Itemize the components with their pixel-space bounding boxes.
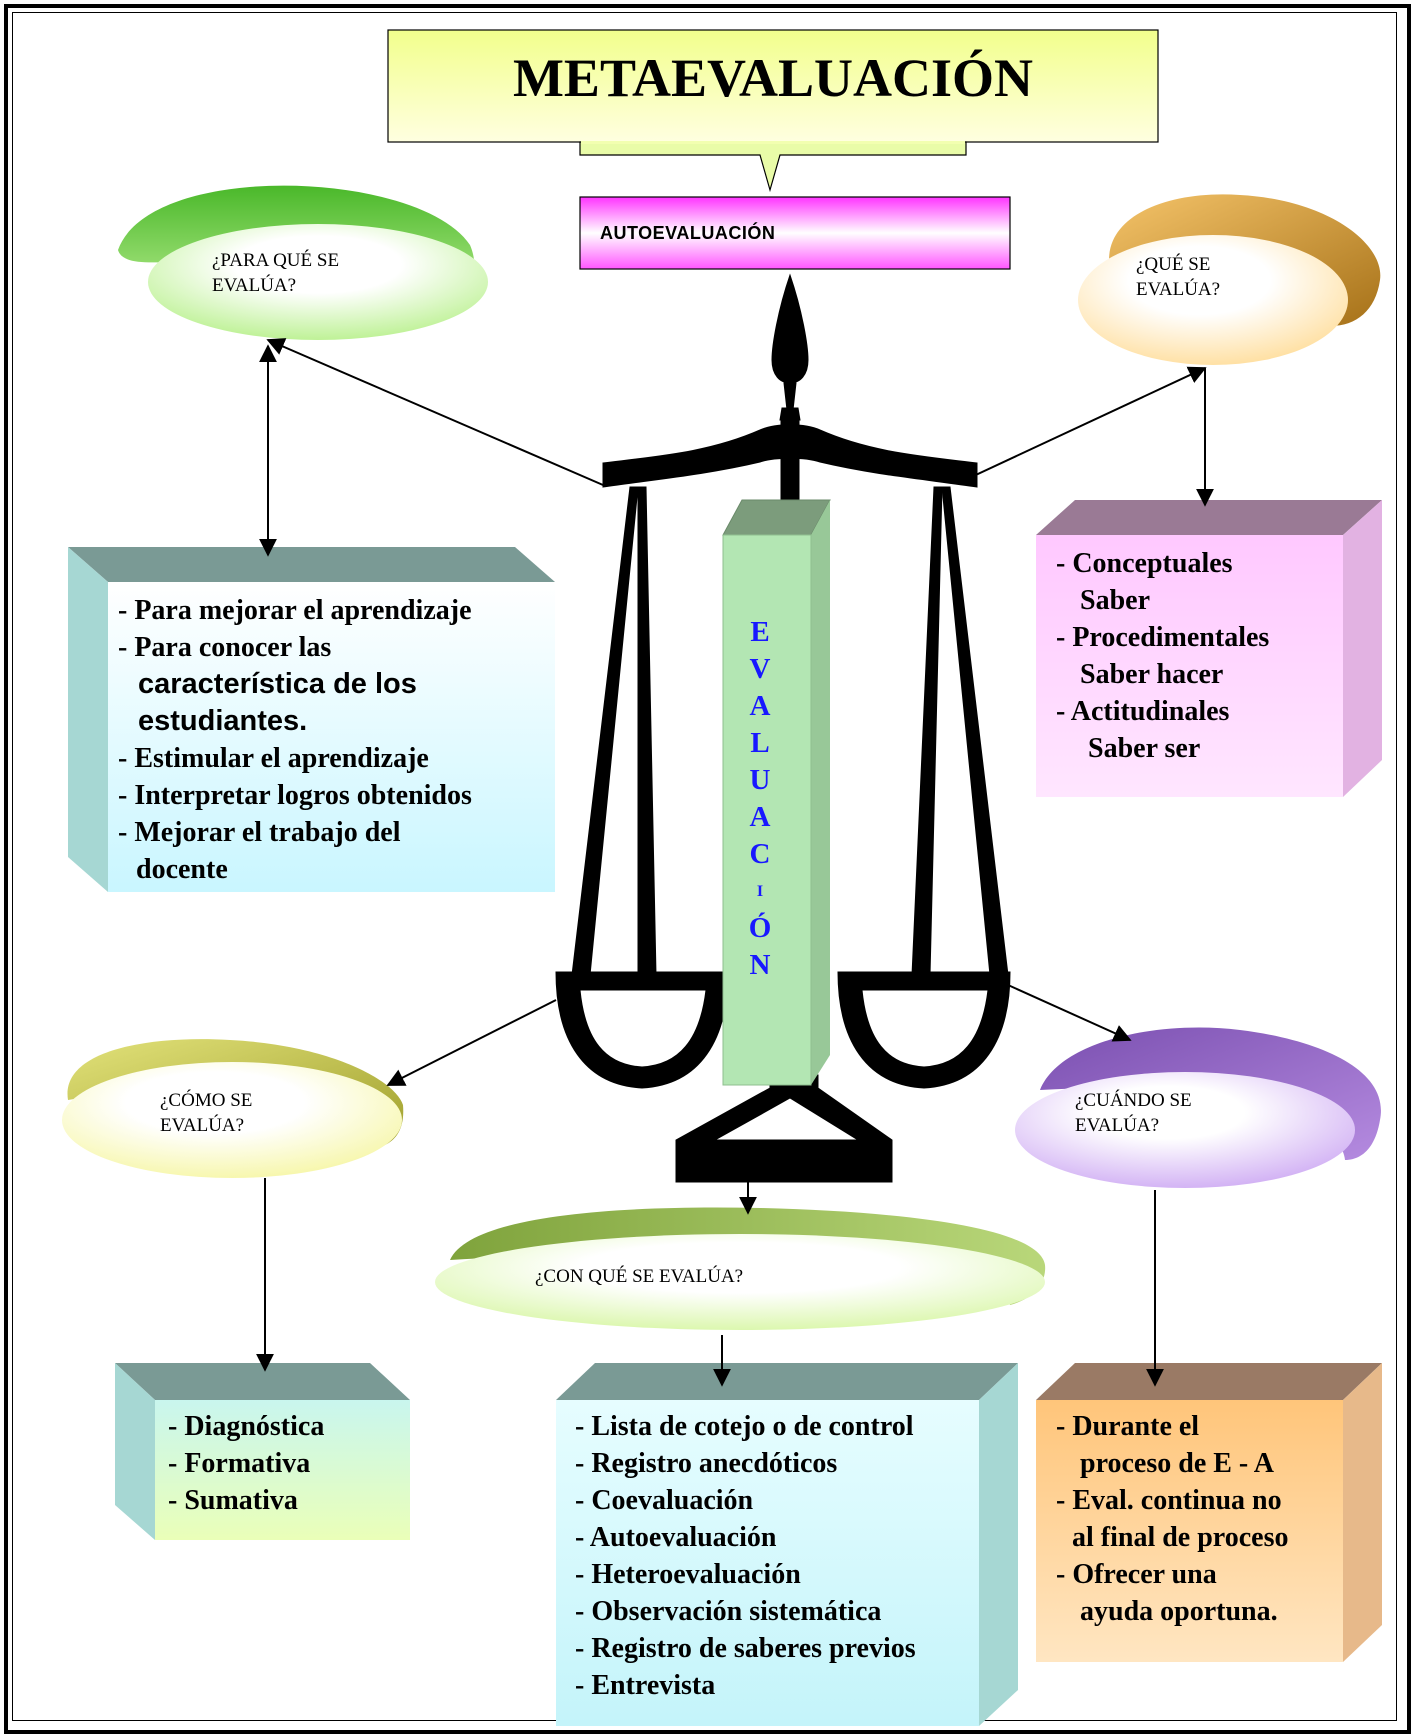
list-item: ayuda oportuna. bbox=[1080, 1596, 1278, 1627]
question-que: ¿QUÉ SE EVALÚA? bbox=[1136, 252, 1220, 302]
autoevaluacion-bar bbox=[579, 196, 1011, 270]
box-como-text: - Diagnóstica - Formativa - Sumativa bbox=[168, 1408, 324, 1519]
list-item: Saber bbox=[1080, 585, 1150, 616]
list-item: - Autoevaluación bbox=[575, 1522, 777, 1553]
oval-cuando bbox=[1015, 1027, 1381, 1188]
list-item: - Para mejorar el aprendizaje bbox=[118, 595, 472, 626]
list-item: - Registro de saberes previos bbox=[575, 1633, 916, 1664]
box-con-que bbox=[556, 1363, 1018, 1726]
balance-scale-icon bbox=[555, 273, 1011, 1183]
evaluacion-vertical-text: E V A L U A C I Ó N bbox=[742, 614, 778, 984]
list-item: - Lista de cotejo o de control bbox=[575, 1411, 914, 1442]
oval-para-que bbox=[118, 185, 488, 340]
question-line: ¿CÓMO SE bbox=[160, 1090, 253, 1111]
box-con-que-text: - Lista de cotejo o de control - Registr… bbox=[575, 1408, 916, 1704]
letter: I bbox=[756, 883, 764, 900]
list-item: - Coevaluación bbox=[575, 1485, 754, 1516]
box-para-que-text: - Para mejorar el aprendizaje - Para con… bbox=[118, 592, 472, 888]
question-para-que: ¿PARA QUÉ SE EVALÚA? bbox=[212, 248, 339, 298]
question-line: EVALÚA? bbox=[1075, 1115, 1160, 1136]
box-cuando-text: - Durante el proceso de E - A - Eval. co… bbox=[1056, 1408, 1288, 1630]
question-cuando: ¿CUÁNDO SE EVALÚA? bbox=[1075, 1088, 1192, 1138]
question-con-que: ¿CON QUÉ SE EVALÚA? bbox=[535, 1266, 744, 1287]
list-item: - Procedimentales bbox=[1056, 622, 1270, 653]
list-item: estudiantes. bbox=[138, 705, 308, 737]
box-como bbox=[115, 1363, 410, 1540]
oval-que bbox=[1078, 194, 1381, 365]
oval-con-que bbox=[435, 1207, 1046, 1330]
question-line: EVALÚA? bbox=[1136, 279, 1221, 300]
list-item: docente bbox=[136, 854, 228, 885]
letter: A bbox=[749, 690, 771, 722]
list-item: - Actitudinales bbox=[1056, 696, 1230, 727]
question-line: EVALÚA? bbox=[160, 1115, 245, 1136]
letter: C bbox=[749, 838, 771, 870]
letter: A bbox=[749, 801, 771, 833]
list-item: - Ofrecer una bbox=[1056, 1559, 1217, 1590]
outer-frame bbox=[4, 4, 1411, 1734]
question-como: ¿CÓMO SE EVALÚA? bbox=[160, 1088, 252, 1138]
list-item: - Interpretar logros obtenidos bbox=[118, 780, 472, 811]
oval-como bbox=[62, 1039, 404, 1178]
list-item: - Mejorar el trabajo del bbox=[118, 817, 401, 848]
list-item: - Eval. continua no bbox=[1056, 1485, 1282, 1516]
list-item: característica de los bbox=[138, 668, 417, 700]
box-que-text: - Conceptuales Saber - Procedimentales S… bbox=[1056, 545, 1269, 767]
letter: V bbox=[749, 653, 771, 685]
list-item: proceso de E - A bbox=[1080, 1448, 1274, 1479]
page-title: METAEVALUACIÓN bbox=[512, 48, 1034, 108]
list-item: Saber hacer bbox=[1080, 659, 1224, 690]
list-item: - Estimular el aprendizaje bbox=[118, 743, 429, 774]
list-item: - Entrevista bbox=[575, 1670, 716, 1701]
list-item: - Durante el bbox=[1056, 1411, 1200, 1442]
question-line: ¿PARA QUÉ SE bbox=[212, 250, 340, 271]
list-item: - Conceptuales bbox=[1056, 548, 1233, 579]
list-item: - Sumativa bbox=[168, 1485, 298, 1516]
box-cuando bbox=[1036, 1363, 1382, 1662]
list-item: - Para conocer las bbox=[118, 632, 332, 663]
letter: N bbox=[749, 949, 771, 981]
list-item: al final de proceso bbox=[1072, 1522, 1289, 1553]
center-column bbox=[722, 499, 831, 1086]
letter: E bbox=[750, 616, 770, 648]
list-item: - Heteroevaluación bbox=[575, 1559, 801, 1590]
letter: Ó bbox=[748, 912, 772, 944]
title-callout bbox=[387, 29, 1159, 193]
autoevaluacion-label: AUTOEVALUACIÓN bbox=[600, 222, 776, 243]
list-item: - Formativa bbox=[168, 1448, 311, 1479]
letter: L bbox=[750, 727, 770, 759]
list-item: - Diagnóstica bbox=[168, 1411, 325, 1442]
question-line: ¿CUÁNDO SE bbox=[1075, 1090, 1192, 1111]
question-line: ¿QUÉ SE bbox=[1136, 254, 1211, 275]
list-item: Saber ser bbox=[1088, 733, 1201, 764]
list-item: - Observación sistemática bbox=[575, 1596, 882, 1627]
box-para-que bbox=[68, 547, 555, 892]
list-item: - Registro anecdóticos bbox=[575, 1448, 838, 1479]
connectors bbox=[256, 338, 1214, 1387]
letter: U bbox=[749, 764, 771, 796]
box-que bbox=[1036, 500, 1382, 797]
question-line: EVALÚA? bbox=[212, 275, 297, 296]
